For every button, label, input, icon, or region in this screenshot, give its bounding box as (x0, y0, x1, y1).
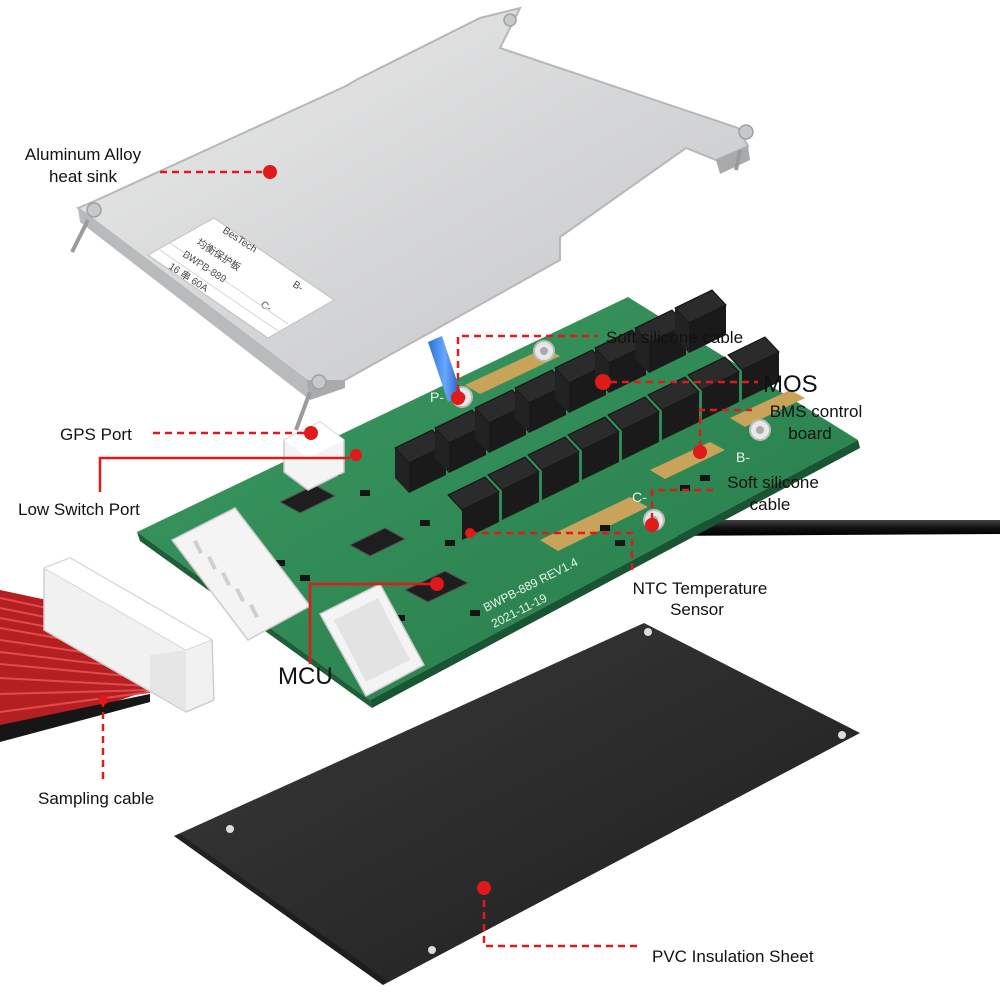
callout-heatsink-line1: Aluminum Alloy (25, 145, 142, 164)
terminal-text-c: C- (632, 489, 647, 505)
pvc-insulation-sheet (174, 623, 860, 985)
busbar (465, 348, 560, 394)
soft-silicone-cable-blue (428, 336, 462, 402)
gps-port-connector (283, 421, 345, 491)
callout-soft-cable-top: Soft silicone cable (606, 328, 743, 347)
callout-ntc-line1: NTC Temperature (633, 579, 768, 598)
callout-leaders (98, 170, 758, 948)
busbar (540, 497, 648, 551)
callout-bms-line1: BMS control (770, 402, 863, 421)
callout-mos: MOS (763, 371, 818, 398)
busbar (730, 390, 805, 427)
sampling-cable (0, 557, 215, 742)
callout-gps: GPS Port (60, 425, 132, 444)
callout-dot-mos (595, 374, 611, 390)
callout-dots (98, 165, 707, 895)
sampling-connector-plug (42, 557, 215, 713)
ic-chip (348, 527, 407, 557)
callout-soft-cable-right-line1: Soft silicone (727, 473, 819, 492)
label-mark: C- (258, 299, 273, 314)
mosfet-row-upper (394, 289, 727, 493)
terminal-text-b: B- (736, 449, 750, 465)
callout-dot-mcu (430, 577, 444, 591)
callout-dot-sampling (98, 695, 108, 705)
callout-ntc-line2: Sensor (670, 600, 724, 619)
output-cable-black (645, 520, 1000, 536)
callout-dot-soft-cable-right (645, 518, 659, 532)
callout-dot-ntc (465, 528, 475, 538)
aluminum-heat-sink: BesTech 均衡保护板 BWPB-889 16 串 60A B- C- (70, 6, 754, 431)
callout-dot-heatsink (263, 165, 277, 179)
callout-dot-pvc (477, 881, 491, 895)
callout-dot-soft-cable-top (451, 391, 465, 405)
callout-sampling: Sampling cable (38, 789, 154, 808)
callout-heatsink-line2: heat sink (49, 167, 118, 186)
callout-low-switch: Low Switch Port (18, 500, 140, 519)
mosfet-row-lower (447, 336, 780, 540)
callout-bms-line2: board (788, 424, 831, 443)
callout-dot-gps (304, 426, 318, 440)
callout-soft-cable-right-line2: cable (750, 495, 791, 514)
callout-pvc: PVC Insulation Sheet (652, 947, 814, 966)
ic-chip (278, 484, 337, 514)
callout-dot-low-switch (350, 449, 362, 461)
callout-mcu: MCU (278, 663, 333, 690)
callout-dot-bms (693, 445, 707, 459)
heatsink-product-label: BesTech 均衡保护板 BWPB-889 16 串 60A B- C- (147, 217, 335, 339)
bms-pcb-board: P- B- C- (137, 289, 860, 708)
callout-labels: Aluminum Alloy heat sink GPS Port Low Sw… (18, 145, 862, 966)
terminal-text-p: P- (430, 389, 444, 405)
low-switch-port-connector (318, 583, 426, 698)
